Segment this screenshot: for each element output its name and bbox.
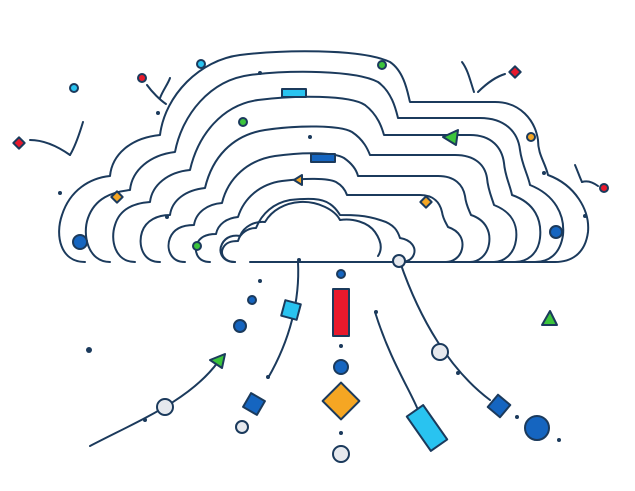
cloud-outline-group — [58, 50, 590, 263]
sprout-line — [574, 164, 583, 183]
stream-line-center-left — [267, 261, 300, 379]
node-gray — [235, 420, 249, 434]
node-dot — [308, 135, 312, 139]
node-dot — [258, 279, 262, 283]
diamond-red — [508, 65, 522, 79]
node-blue — [247, 295, 257, 305]
node-dot — [374, 310, 378, 314]
node-blue — [549, 225, 563, 239]
node-red — [599, 183, 609, 193]
packet-blue — [310, 153, 336, 163]
triangle-orange — [293, 174, 303, 186]
node-dot — [266, 375, 270, 379]
node-dot — [86, 347, 92, 353]
cloud-ring-6 — [194, 177, 464, 263]
node-light-blue — [196, 59, 206, 69]
stream-line-far-right — [399, 261, 491, 401]
node-blue — [333, 359, 349, 375]
diamond-orange — [110, 190, 124, 204]
sprout-line — [581, 180, 599, 187]
sprout-line — [146, 84, 167, 105]
cloud-ring-7 — [221, 197, 416, 263]
cloud-ring-2 — [84, 70, 565, 263]
cloud-ring-1 — [58, 50, 590, 263]
bar-red — [332, 288, 350, 337]
node-gray — [156, 398, 174, 416]
node-dot — [557, 438, 561, 442]
cloud-ring-5 — [167, 152, 491, 263]
node-blue — [233, 319, 247, 333]
square-blue — [486, 393, 512, 419]
node-gray — [392, 254, 406, 268]
diamond-red — [12, 136, 26, 150]
diamond-orange — [419, 195, 433, 209]
node-dot — [339, 344, 343, 348]
packet-light-blue — [281, 88, 307, 98]
square-blue — [242, 392, 266, 416]
sprout-line — [477, 73, 506, 93]
node-red — [137, 73, 147, 83]
bar-light-blue — [405, 404, 449, 452]
stream-line-right — [374, 311, 419, 411]
sprout-line — [69, 121, 84, 156]
decorative-shapes — [12, 59, 609, 463]
cloud-ring-3 — [112, 95, 542, 263]
node-green — [192, 241, 202, 251]
node-green — [377, 60, 387, 70]
node-dot — [515, 415, 519, 419]
stream-line-left — [89, 361, 219, 447]
node-dot — [456, 371, 460, 375]
node-dot — [165, 215, 169, 219]
triangle-green — [541, 310, 558, 326]
node-orange — [526, 132, 536, 142]
node-dot — [156, 111, 160, 115]
node-blue — [336, 269, 346, 279]
cloud-inner — [219, 200, 382, 263]
node-gray — [332, 445, 350, 463]
square-light-blue — [280, 299, 302, 321]
node-dot — [297, 258, 301, 262]
node-dot — [58, 191, 62, 195]
node-dot — [583, 214, 587, 218]
node-dot — [339, 431, 343, 435]
node-blue-large — [72, 234, 88, 250]
node-blue-large — [524, 415, 550, 441]
diamond-orange-large — [321, 381, 361, 421]
sprout-line — [159, 77, 171, 99]
node-green — [238, 117, 248, 127]
cloud-ring-4 — [139, 125, 518, 263]
sprout-line — [29, 139, 71, 156]
node-light-blue — [69, 83, 79, 93]
triangle-green — [209, 353, 226, 369]
node-gray — [431, 343, 449, 361]
sprout-line — [461, 61, 475, 93]
node-dot — [542, 171, 546, 175]
node-dot — [258, 71, 262, 75]
triangle-green — [442, 129, 459, 146]
node-dot — [143, 418, 147, 422]
